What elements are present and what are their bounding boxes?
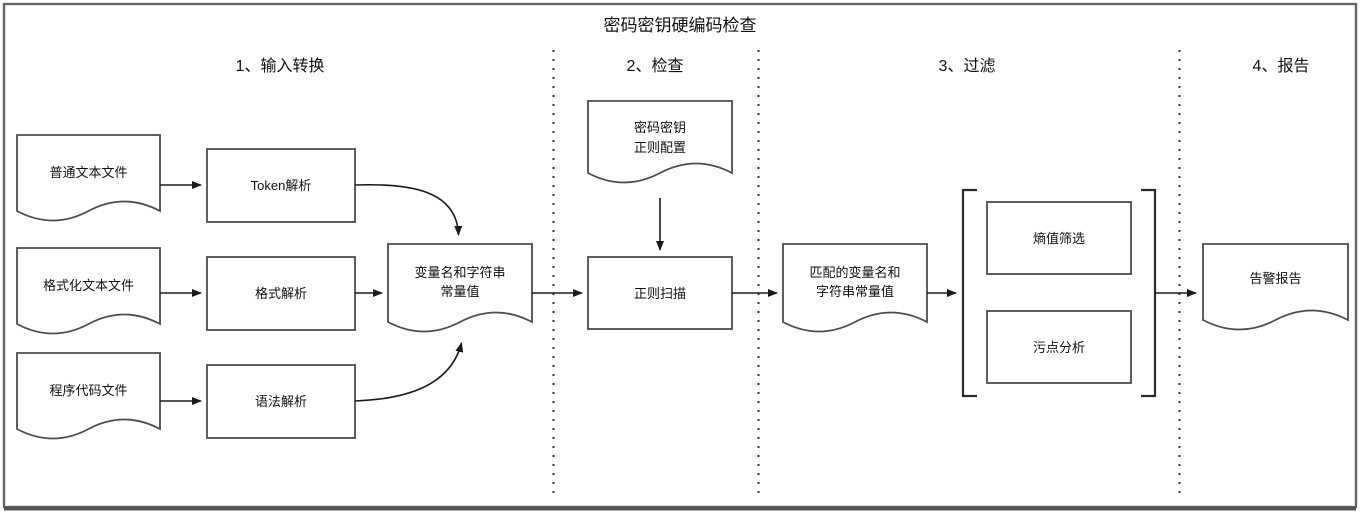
node-regex-config-label-line2: 正则配置 <box>634 140 686 155</box>
node-token-parse <box>206 148 356 223</box>
node-entropy-filter-label: 熵值筛选 <box>1033 231 1085 246</box>
section-label-report: 4、报告 <box>1253 57 1310 75</box>
node-syntax-parse <box>206 364 356 439</box>
node-regex-config-label-line1: 密码密钥 <box>634 120 686 135</box>
node-regex-config <box>587 100 733 184</box>
node-formatted-text-file <box>16 247 161 335</box>
section-label-input-conversion: 1、输入转换 <box>236 57 325 75</box>
node-format-parse-label: 格式解析 <box>255 286 307 301</box>
bracket-left <box>961 188 977 398</box>
arrow-syntax-parse-to-var-values <box>354 342 464 402</box>
section-label-filter: 3、过滤 <box>939 57 996 75</box>
node-code-file <box>16 352 161 440</box>
node-matched-values-label-line1: 匹配的变量名和 <box>809 265 900 280</box>
node-matched-values <box>782 243 928 333</box>
section-label-check: 2、检查 <box>627 57 684 75</box>
node-var-string-values-label-line1: 变量名和字符串 <box>414 265 505 280</box>
node-formatted-text-file-label: 格式化文本文件 <box>43 278 134 293</box>
node-matched-values-label-line2: 字符串常量值 <box>816 284 894 299</box>
node-taint-analysis-label: 污点分析 <box>1033 340 1085 355</box>
node-token-parse-label: Token解析 <box>251 178 312 193</box>
node-plain-text-file-label: 普通文本文件 <box>49 165 127 180</box>
node-code-file-label: 程序代码文件 <box>49 383 127 398</box>
node-regex-scan <box>587 256 733 330</box>
node-alert-report-label: 告警报告 <box>1249 271 1301 286</box>
node-var-string-values <box>387 243 533 333</box>
arrow-token-parse-to-var-values <box>354 183 463 236</box>
node-plain-text-file <box>16 134 161 222</box>
node-syntax-parse-label: 语法解析 <box>255 394 307 409</box>
node-alert-report <box>1202 243 1349 331</box>
node-taint-analysis <box>986 310 1132 384</box>
node-var-string-values-label-line2: 常量值 <box>440 284 479 299</box>
diagram-title: 密码密钥硬编码检查 <box>604 16 757 35</box>
node-format-parse <box>206 256 356 331</box>
node-regex-scan-label: 正则扫描 <box>634 286 686 301</box>
node-entropy-filter <box>986 201 1132 275</box>
